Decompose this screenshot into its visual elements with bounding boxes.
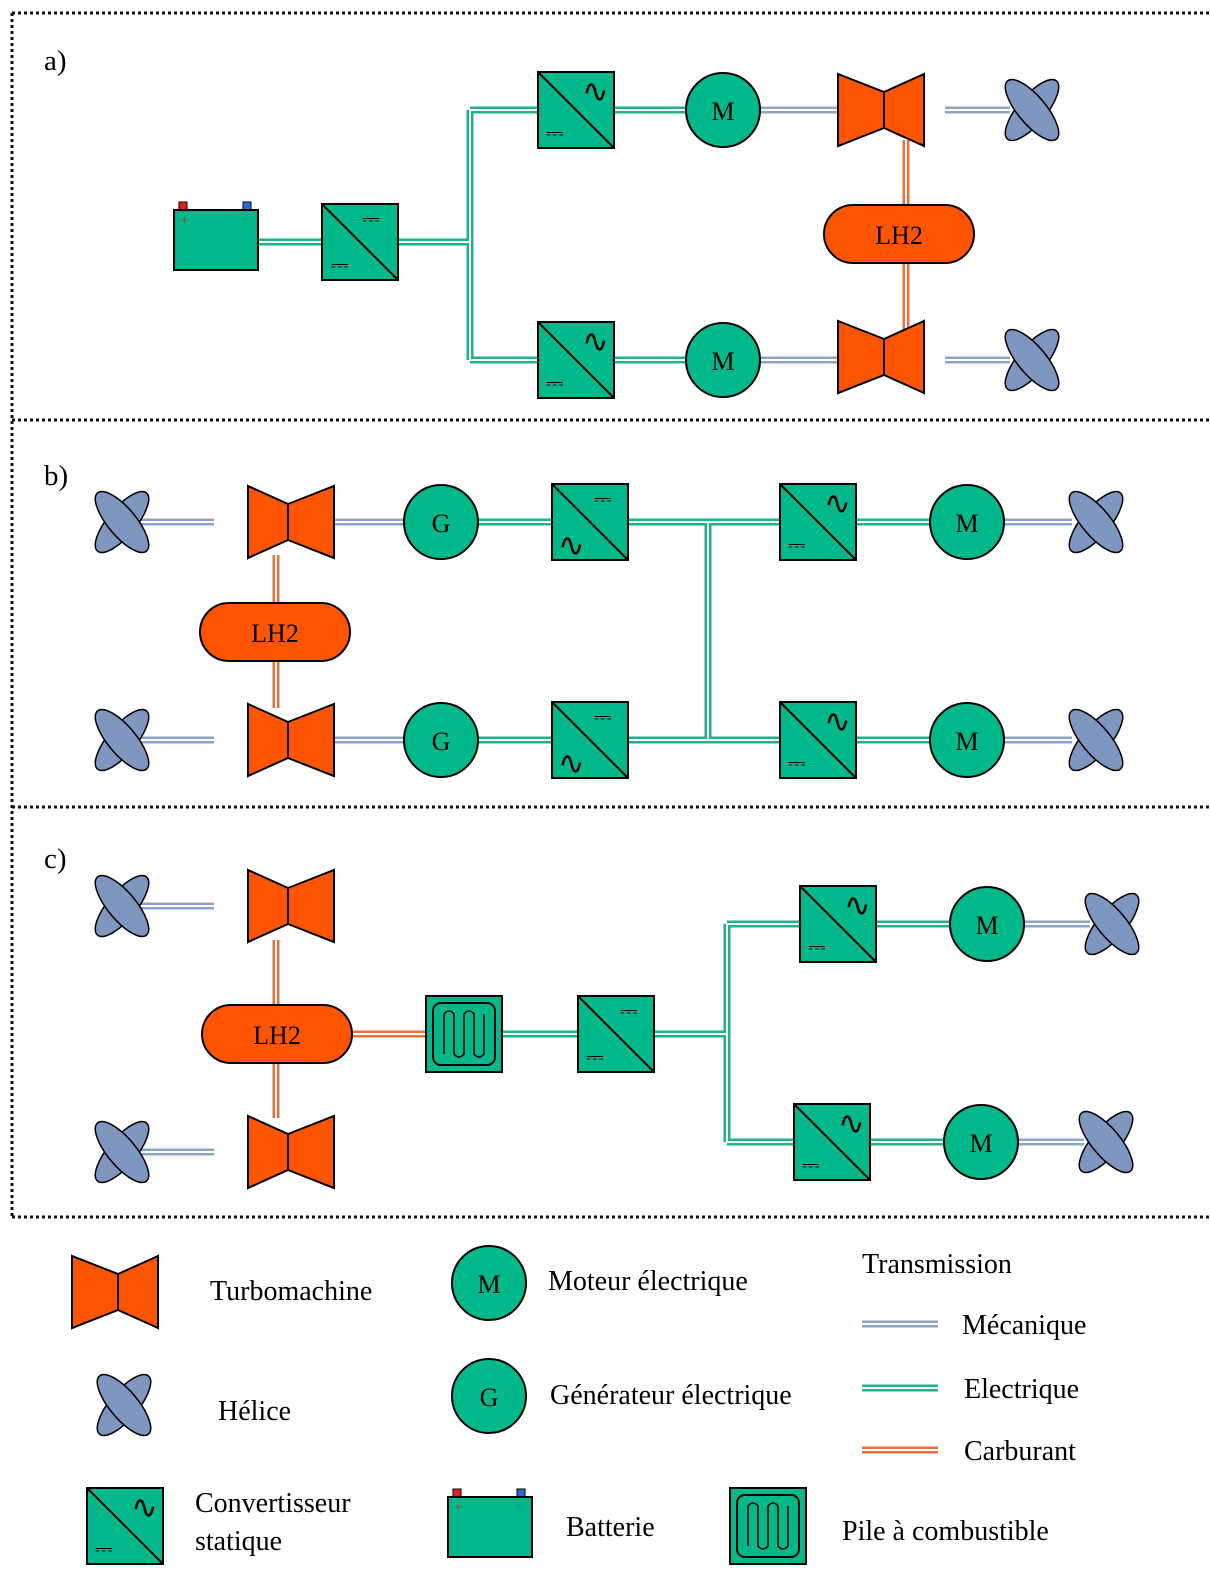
turbomachine-bottom-b (247, 703, 335, 777)
converter-bottom-a-dc: ⎓ (546, 370, 564, 395)
inverter-bottom-b-dc: ⎓ (788, 750, 806, 775)
converter-dcdc-c-dc2: ⎓ (586, 1044, 604, 1069)
generator-bottom-b-label: G (432, 727, 451, 756)
rectifier-top-b-ac: ∿ (558, 527, 585, 563)
legend-transmission-title: Transmission (862, 1249, 1012, 1280)
legend-converter-label-2: statique (195, 1526, 282, 1557)
rectifier-top-b-dc: ⎓ (594, 486, 612, 511)
panel-frame (10, 11, 1210, 1219)
legend-battery-icon (447, 1488, 533, 1558)
motor-top-c-label: M (975, 911, 998, 940)
mechanical-links-a (760, 106, 1010, 364)
fuel-cell-c (425, 995, 503, 1073)
legend-turbomachine-icon (71, 1255, 159, 1329)
legend-fuel-cell-icon (729, 1487, 807, 1565)
legend-generator-label: Générateur électrique (550, 1380, 792, 1411)
panel-b: LH2 G G ⎓ ∿ ⎓ ∿ ∿ ⎓ ∿ ⎓ M M (86, 483, 1132, 781)
turbomachine-top-b (247, 485, 335, 559)
turbomachine-top-c (247, 869, 335, 943)
motor-bottom-a-label: M (711, 347, 734, 376)
inverter-bottom-c-ac: ∿ (838, 1105, 865, 1141)
converter-dcdc-a-dc1: ⎓ (362, 206, 380, 231)
legend-motor-symbol: M (477, 1270, 500, 1299)
legend-converter-label-1: Convertisseur (195, 1488, 351, 1519)
legend-turbomachine-label: Turbomachine (210, 1276, 372, 1307)
electrical-links-b (478, 518, 930, 744)
inverter-bottom-b-ac: ∿ (824, 703, 851, 739)
converter-top-a-ac: ∿ (582, 73, 609, 109)
rectifier-bottom-b-ac: ∿ (558, 745, 585, 781)
motor-bottom-b-label: M (955, 727, 978, 756)
tank-b-label: LH2 (251, 619, 299, 648)
electrical-links-a (246, 106, 686, 364)
inverter-top-c-ac: ∿ (844, 887, 871, 923)
panel-a: ⎓ ⎓ ∿ ⎓ ∿ ⎓ M M LH2 (173, 71, 1068, 399)
electrical-links-c (502, 920, 950, 1146)
inverter-bottom-c-dc: ⎓ (802, 1152, 820, 1177)
legend-propeller-icon (88, 1366, 160, 1444)
inverter-top-b-ac: ∿ (824, 485, 851, 521)
legend-battery-label: Batterie (566, 1512, 655, 1543)
turbomachine-bottom-c (247, 1115, 335, 1189)
legend-converter-dc: ⎓ (95, 1536, 113, 1561)
converter-dcdc-c-dc1: ⎓ (620, 998, 638, 1023)
panel-label-a: a) (44, 45, 67, 77)
panel-c: LH2 ⎓ ⎓ ∿ ⎓ ∿ ⎓ M M (86, 867, 1148, 1191)
rectifier-bottom-b-dc: ⎓ (594, 704, 612, 729)
legend-fuel-label: Carburant (964, 1436, 1076, 1467)
panel-label-b: b) (44, 460, 68, 492)
tank-c-label: LH2 (253, 1021, 301, 1050)
legend-propeller-label: Hélice (218, 1396, 291, 1427)
converter-top-a-dc: ⎓ (546, 120, 564, 145)
converter-bottom-a-ac: ∿ (582, 323, 609, 359)
inverter-top-b-dc: ⎓ (788, 532, 806, 557)
converter-dcdc-a-dc2: ⎓ (331, 252, 349, 277)
generator-top-b-label: G (432, 509, 451, 538)
turbomachine-top-a (837, 73, 925, 147)
tank-a-label: LH2 (875, 221, 923, 250)
legend: Turbomachine Hélice ∿ ⎓ Convertisseur st… (71, 1245, 1086, 1565)
legend-fuel-cell-label: Pile à combustible (842, 1516, 1049, 1547)
legend-motor-label: Moteur électrique (548, 1266, 748, 1297)
legend-mechanical-label: Mécanique (962, 1310, 1086, 1341)
motor-top-a-label: M (711, 97, 734, 126)
legend-converter-ac: ∿ (131, 1489, 158, 1525)
mechanical-links-b (140, 518, 1072, 744)
inverter-top-c-dc: ⎓ (808, 934, 826, 959)
battery-a (173, 201, 259, 271)
legend-electrical-label: Electrique (964, 1374, 1079, 1405)
mechanical-links-c (140, 902, 1090, 1156)
panel-label-c: c) (44, 843, 67, 875)
legend-generator-symbol: G (480, 1383, 499, 1412)
motor-top-b-label: M (955, 509, 978, 538)
motor-bottom-c-label: M (969, 1129, 992, 1158)
turbomachine-bottom-a (837, 320, 925, 394)
